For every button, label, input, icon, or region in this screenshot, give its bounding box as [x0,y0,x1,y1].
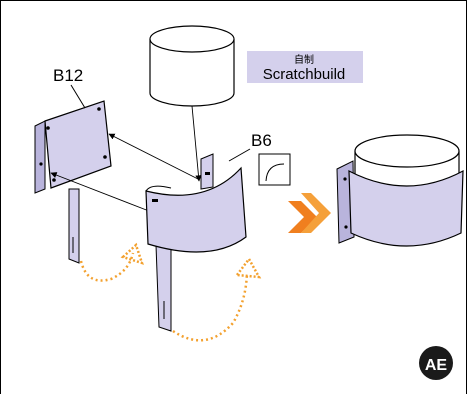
insert-arrow [191,105,202,182]
scratchbuild-cn: 自制 [294,53,314,66]
scratchbuilt-cylinder [149,25,235,107]
scratchbuild-en: Scratchbuild [263,66,346,83]
b6-leader [228,148,251,162]
curved-dotted-arrow-icon [79,242,262,342]
bend-detail-inset [258,153,291,186]
scratchbuild-tag: 自制 Scratchbuild [247,51,363,83]
ae-logo-text: AE [425,357,448,374]
b6-band [145,153,247,332]
assembled-result [336,134,464,247]
double-chevron-right-icon [288,193,331,233]
b12-label: B12 [53,66,83,85]
ae-logo-icon: AE [419,346,453,380]
b12-bracket [34,100,112,264]
b6-label: B6 [251,131,272,150]
b12-leader [70,84,86,109]
